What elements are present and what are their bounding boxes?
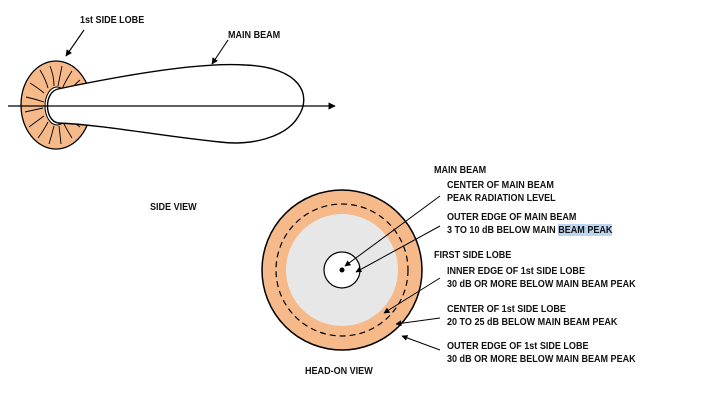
center-side-lobe-leader (395, 317, 441, 327)
side-lobe-label: 1st SIDE LOBE (80, 14, 145, 26)
head-on-view-caption: HEAD-ON VIEW (305, 365, 373, 377)
outer-edge-main-beam-line-2: 3 TO 10 dB BELOW MAIN BEAM PEAK (447, 223, 613, 237)
outer-edge-side-lobe-line-2: 30 dB OR MORE BELOW MAIN BEAM PEAK (447, 352, 636, 365)
center-side-lobe-text: CENTER OF 1st SIDE LOBE 20 TO 25 dB BELO… (447, 303, 617, 328)
center-main-beam-line-1: CENTER OF MAIN BEAM (447, 179, 554, 191)
head-on-view-group (261, 189, 441, 351)
center-side-lobe-line-2: 20 TO 25 dB BELOW MAIN BEAM PEAK (447, 315, 618, 328)
side-view-main-beam-label: MAIN BEAM (228, 29, 281, 41)
side-view-caption: SIDE VIEW (150, 201, 197, 213)
main-beam-leader (211, 39, 229, 65)
outer-edge-main-beam-line-2a: 3 TO 10 dB BELOW MAIN (447, 223, 559, 236)
first-side-lobe-label: FIRST SIDE LOBE (434, 249, 512, 261)
peak-point (339, 267, 345, 273)
center-main-beam-text: CENTER OF MAIN BEAM PEAK RADIATION LEVEL (447, 179, 556, 204)
outer-edge-side-lobe-line-1: OUTER EDGE OF 1st SIDE LOBE (447, 340, 589, 352)
main-beam-shape (46, 63, 305, 144)
outer-edge-main-beam-leader (355, 225, 441, 273)
outer-edge-main-beam-text: OUTER EDGE OF MAIN BEAM 3 TO 10 dB BELOW… (447, 211, 613, 237)
center-main-beam-line-2: PEAK RADIATION LEVEL (447, 191, 556, 204)
outer-edge-main-beam-line-1: OUTER EDGE OF MAIN BEAM (447, 211, 577, 223)
inner-edge-side-lobe-line-1: INNER EDGE OF 1st SIDE LOBE (447, 265, 585, 277)
side-lobe-leader (65, 29, 85, 57)
center-side-lobe-line-1: CENTER OF 1st SIDE LOBE (447, 303, 566, 315)
inner-edge-side-lobe-line-2: 30 dB OR MORE BELOW MAIN BEAM PEAK (447, 277, 636, 290)
outer-edge-side-lobe-leader (401, 335, 441, 351)
side-lobe-center-ring (275, 203, 409, 337)
outer-edge-main-beam-line-2b: BEAM PEAK (558, 223, 613, 236)
center-main-beam-leader (344, 195, 441, 267)
side-view-group (8, 29, 336, 150)
inner-edge-side-lobe-leader (383, 277, 441, 314)
head-on-main-beam-label: MAIN BEAM (434, 164, 487, 176)
outer-edge-side-lobe-text: OUTER EDGE OF 1st SIDE LOBE 30 dB OR MOR… (447, 340, 636, 365)
inner-edge-side-lobe-text: INNER EDGE OF 1st SIDE LOBE 30 dB OR MOR… (447, 265, 636, 290)
